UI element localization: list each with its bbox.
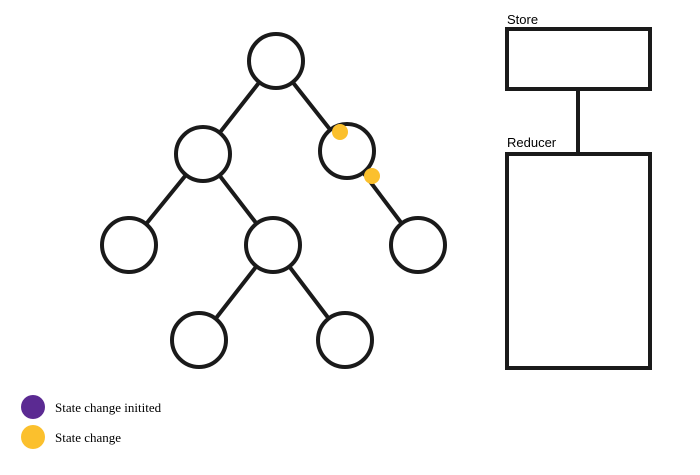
tree-nodes [100,32,447,369]
state-change-dot [332,124,348,140]
legend: State change initited State change [21,395,162,449]
state-change-dot [364,168,380,184]
store-label: Store [507,12,538,27]
node-right [318,122,376,180]
reducer-box [505,152,652,370]
node-left-leaf [100,216,158,274]
node-right-leaf [389,216,447,274]
node-root [247,32,305,90]
node-bottom-right [316,311,374,369]
state-change-markers [332,124,380,184]
legend-label-initiated: State change initited [55,400,162,415]
reducer-label: Reducer [507,135,557,150]
node-middle [244,216,302,274]
node-bottom-left [170,311,228,369]
legend-label-state-change: State change [55,430,121,445]
store-reducer: Store Reducer [505,12,652,370]
legend-swatch-initiated [21,395,45,419]
store-box [505,27,652,91]
node-left [174,125,232,183]
legend-swatch-state-change [21,425,45,449]
tree-edges [127,59,420,342]
